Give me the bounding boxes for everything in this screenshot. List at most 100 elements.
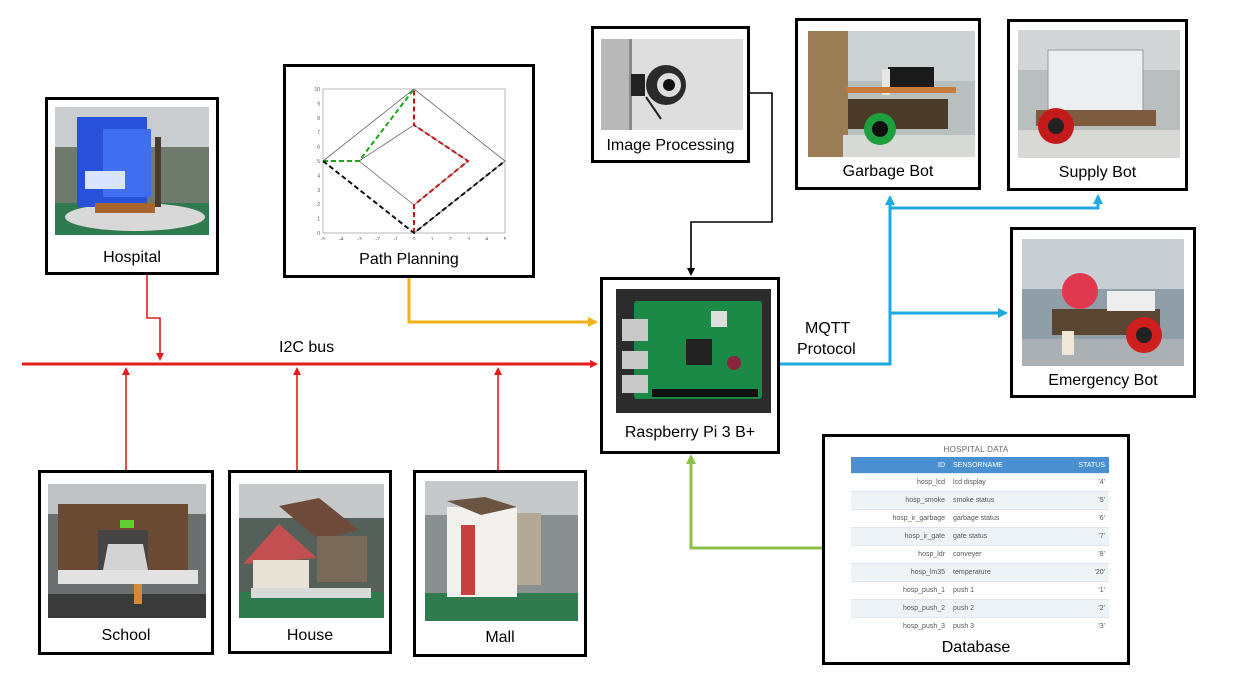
y-tick-label: 9 — [317, 101, 320, 107]
column-header-sensorname: SENSORNAME — [949, 457, 1073, 474]
house-label: House — [286, 627, 334, 644]
image-processing-node: Image Processing — [591, 26, 750, 163]
cell-status: '6' — [1072, 509, 1109, 528]
cell-sensorname: push 1 — [949, 581, 1073, 600]
raspberry-pi-photo — [616, 289, 771, 413]
cell-id: hosp_ir_garbage — [851, 509, 950, 528]
raspberry-pi-illustration — [616, 289, 771, 413]
cell-id: hosp_push_1 — [851, 581, 950, 600]
column-header-status: STATUS — [1072, 457, 1109, 474]
path-green — [323, 88, 415, 162]
supply-bot-label: Supply Bot — [1058, 164, 1137, 181]
x-tick-label: 0 — [413, 237, 416, 240]
i2c-bus-label: I2C bus — [279, 339, 335, 356]
cell-sensorname: gate status — [949, 527, 1073, 546]
cell-id: hosp_ir_gate — [851, 527, 950, 546]
y-tick-label: 8 — [317, 116, 320, 122]
cell-status: '4' — [1072, 473, 1109, 492]
house-model-illustration — [239, 484, 384, 618]
y-tick-label: 4 — [317, 173, 320, 179]
mall-model-illustration — [425, 481, 578, 621]
cell-sensorname: lcd display — [949, 473, 1073, 492]
image-processing-label: Image Processing — [606, 137, 735, 154]
x-tick-label: -5 — [321, 237, 326, 240]
database-to-pi-line — [686, 454, 822, 550]
garbage-bot-label: Garbage Bot — [842, 163, 934, 180]
cell-sensorname: garbage status — [949, 509, 1073, 528]
cell-status: '2' — [1072, 599, 1109, 618]
x-tick-label: -2 — [375, 237, 380, 240]
y-tick-label: 0 — [317, 231, 320, 237]
hospital-to-bus-line — [146, 275, 164, 361]
x-tick-label: 4 — [485, 237, 488, 240]
mall-photo — [425, 481, 578, 621]
cell-status: '1' — [1072, 581, 1109, 600]
cell-status: '8' — [1072, 545, 1109, 564]
cell-sensorname: push 3 — [949, 617, 1073, 635]
x-tick-label: 5 — [504, 237, 506, 240]
cell-sensorname: temperature — [949, 563, 1073, 582]
garbage-bot-illustration — [808, 31, 975, 157]
supply-bot-photo — [1018, 30, 1180, 158]
hospital-label: Hospital — [103, 249, 161, 266]
x-tick-label: 2 — [449, 237, 452, 240]
mqtt-label-line1: MQTT — [805, 320, 851, 337]
y-tick-label: 5 — [317, 159, 320, 165]
x-tick-label: -4 — [339, 237, 344, 240]
mqtt-main-line — [780, 195, 895, 366]
school-photo — [48, 484, 206, 618]
y-tick-label: 6 — [317, 145, 320, 151]
emergency-bot-node: Emergency Bot — [1010, 227, 1196, 398]
supply-bot-node: Supply Bot — [1007, 19, 1188, 191]
database-label: Database — [941, 639, 1011, 656]
house-node: House — [228, 470, 392, 654]
mall-node: Mall — [413, 470, 587, 657]
emergency-bot-photo — [1022, 239, 1184, 366]
x-tick-label: -1 — [394, 237, 399, 240]
emergency-bot-label: Emergency Bot — [1048, 372, 1158, 389]
mqtt-label-line2: Protocol — [797, 341, 856, 358]
path-black — [322, 160, 506, 235]
cell-status: '20' — [1072, 563, 1109, 582]
x-tick-label: 1 — [431, 237, 434, 240]
database-header-row: ID SENSORNAME STATUS — [851, 457, 1109, 474]
school-label: School — [101, 627, 151, 644]
path-planning-label: Path Planning — [359, 251, 459, 268]
column-header-id: ID — [851, 457, 950, 474]
hospital-model-illustration — [55, 107, 209, 235]
path-red — [413, 89, 470, 233]
cell-status: '7' — [1072, 527, 1109, 546]
y-tick-label: 1 — [317, 217, 320, 223]
mqtt-protocol-label: MQTT Protocol — [797, 318, 856, 360]
garbage-bot-node: Garbage Bot — [795, 18, 981, 190]
cell-id: hosp_lcd — [851, 473, 950, 492]
raspberry-pi-label: Raspberry Pi 3 B+ — [624, 424, 756, 441]
database-table-title: HOSPITAL DATA — [943, 445, 1009, 454]
cell-sensorname: push 2 — [949, 599, 1073, 618]
school-node: School — [38, 470, 214, 655]
school-model-illustration — [48, 484, 206, 618]
x-tick-label: 3 — [467, 237, 470, 240]
hospital-node: Hospital — [45, 97, 219, 275]
cell-status: '3' — [1072, 617, 1109, 635]
cell-id: hosp_ldr — [851, 545, 950, 564]
y-tick-label: 7 — [317, 130, 320, 136]
cell-id: hosp_push_3 — [851, 617, 950, 635]
mqtt-supply-line — [890, 194, 1103, 210]
camera-photo — [601, 39, 743, 130]
garbage-bot-photo — [808, 31, 975, 157]
supply-bot-illustration — [1018, 30, 1180, 158]
